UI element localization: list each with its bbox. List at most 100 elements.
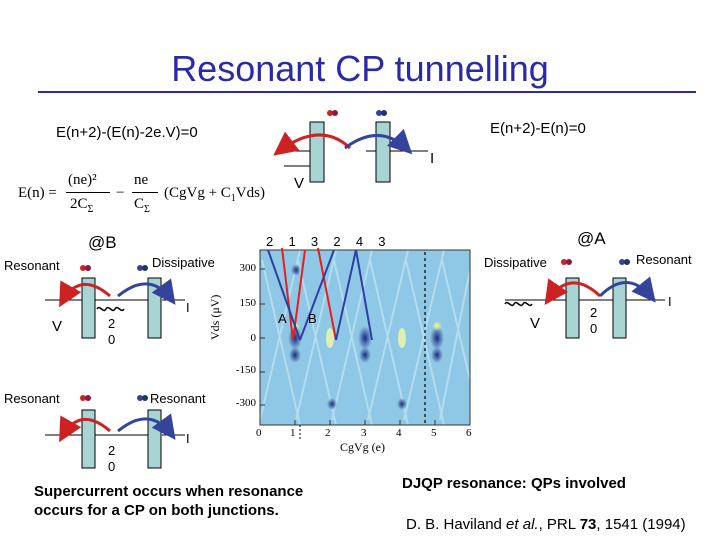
plot-blue-lines [267,249,373,341]
bottom-state-top: 2 [108,443,116,458]
plot-red-line [317,247,337,341]
left-blue-arrow [117,278,176,305]
right-junction-2 [612,277,627,339]
plot-ridge-line [441,259,471,381]
left-dissipative-squiggle [96,306,125,312]
left-state-top: 2 [108,316,116,331]
left-circuit [45,265,185,339]
plot-spot [291,264,301,276]
xtick-2: 2 [325,427,331,439]
bottom-right-resonant-label: Resonant [150,391,206,406]
bottom-circuit [45,395,185,469]
plot-blue-line [267,249,301,341]
top-electron-blue-2 [381,110,387,116]
right-blue-arrow [598,276,656,303]
top-circuit [273,110,428,183]
plot-spot [431,347,443,363]
bottom-electron-blue-2 [142,395,148,401]
ytick-300: 300 [239,262,257,274]
right-circuit [504,259,665,339]
right-current-label: I [668,294,672,309]
point-b-label: @B [88,233,117,252]
point-a-label: @A [577,229,606,248]
right-resonant-label: Resonant [636,252,692,267]
left-current-label: I [186,300,190,315]
right-junction-1 [565,277,580,339]
plot-glow [398,328,406,348]
plot-label-a: A [278,311,287,326]
left-state-bottom: 0 [108,332,116,347]
left-red-arrow [59,280,111,308]
plot-glow [432,321,442,331]
xtick-4: 4 [396,427,402,439]
top-junction-right [375,121,391,183]
left-electron-blue-1 [137,265,143,271]
reference-rest: , 1541 (1994) [596,516,686,533]
right-electron-red-1 [561,259,567,265]
plot-top-numbers: 2 1 3 2 4 3 [266,234,386,249]
plot-ridges [259,249,471,426]
left-junction-1 [81,277,96,339]
plot-ridge-line [331,249,373,421]
right-electron-red-2 [566,259,572,265]
bottom-current-label: I [186,431,190,446]
plot-ridge-line [333,259,373,426]
left-electron-blue-2 [142,265,148,271]
top-red-arrow [273,131,352,156]
top-electron-red-1 [327,110,333,116]
left-resonant-label: Resonant [4,258,60,273]
xtick-3: 3 [361,427,367,439]
right-voltage-label: V [530,315,541,332]
top-current-label: I [430,150,435,167]
xtick-5: 5 [431,427,437,439]
plot-ridge-line [403,249,445,421]
left-electron-red-2 [85,265,91,271]
bottom-blue-arrow [117,413,176,440]
left-electron-red-1 [80,265,86,271]
xtick-1: 1 [290,427,296,439]
right-state-top: 2 [590,305,598,320]
bottom-junction-1 [81,409,96,469]
bottom-electron-blue-1 [137,395,143,401]
right-red-arrow [544,278,602,305]
title-underline [38,91,696,93]
plot-blue-line [299,249,335,341]
plot-spot [358,326,372,350]
right-dissipative-label: Dissipative [484,255,547,270]
top-blue-arrow [344,128,413,155]
plot-ridge-line [369,259,409,426]
plot-spot [359,347,371,363]
reference-journal: , PRL [538,516,580,533]
plot-xlabel: CgVg (e) [340,440,385,454]
xtick-6: 6 [466,427,472,439]
plot-glow [326,328,334,348]
right-dissipative-squiggle [504,301,533,307]
plot-spot [430,326,444,350]
plot-blue-line [355,249,373,341]
ytick-neg150: -150 [235,364,256,376]
djqp-text: DJQP resonance: QPs involved [402,475,626,492]
xtick-0: 0 [256,427,262,439]
plot-spot [397,398,407,410]
left-voltage-label: V [52,318,63,335]
reference-prefix: D. B. Haviland [406,516,507,533]
plot-blue-line [335,249,357,341]
plot-spot [327,398,337,410]
slide-title: Resonant CP tunnelling [171,48,549,89]
plot-ridge-line [439,269,471,421]
plot-ridge-line [261,259,301,426]
top-electron-red-2 [332,110,338,116]
right-electron-blue-1 [619,259,625,265]
top-left-condition: E(n+2)-(E(n)-2e.V)=0 [56,124,198,141]
left-dissipative-label: Dissipative [152,255,215,270]
plot-ticks [260,268,436,425]
plot-ridge-line [295,249,337,421]
bottom-electron-red-2 [85,395,91,401]
reference-volume: 73 [579,516,597,533]
plot-spot [289,347,301,363]
right-state-bottom: 0 [590,321,598,336]
stability-plot [259,247,471,440]
ytick-150: 150 [239,297,257,309]
reference-citation: D. B. Haviland et al., PRL 73, 1541 (199… [406,516,686,533]
top-junction-left [309,121,325,183]
